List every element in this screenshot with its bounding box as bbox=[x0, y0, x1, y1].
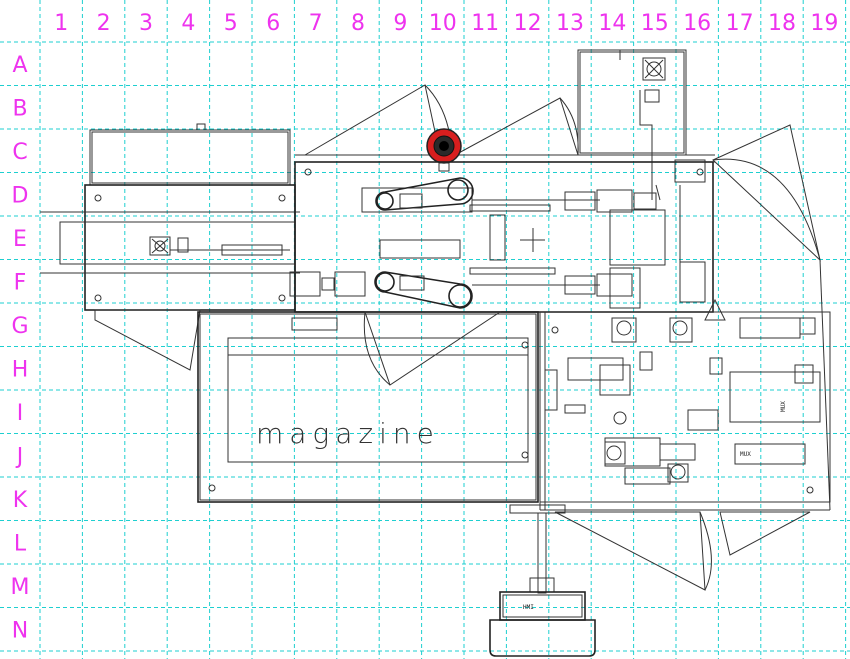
grid-column-label: 15 bbox=[641, 11, 669, 36]
grid-row-label: J bbox=[15, 444, 24, 469]
grid-column-label: 3 bbox=[139, 11, 153, 36]
grid-row-label: H bbox=[12, 357, 29, 382]
mux-label-bottom: MUX bbox=[740, 451, 751, 458]
main-frame bbox=[294, 159, 830, 313]
fan-icon bbox=[149, 236, 171, 256]
grid-column-label: 1 bbox=[54, 11, 68, 36]
grid-column-label: 11 bbox=[471, 11, 499, 36]
grid-column-label: 8 bbox=[351, 11, 365, 36]
grid-column-label: 4 bbox=[181, 11, 195, 36]
grid-row-label: L bbox=[14, 531, 27, 556]
grid-column-label: 18 bbox=[768, 11, 796, 36]
grid-column-label: 16 bbox=[683, 11, 711, 36]
grid-column-label: 5 bbox=[224, 11, 238, 36]
right-guards bbox=[540, 124, 831, 591]
grid-column-label: 9 bbox=[393, 11, 407, 36]
hmi-stand: HMI bbox=[489, 504, 596, 657]
right-machinery: MUX MUX bbox=[539, 298, 831, 510]
grid-column-label: 6 bbox=[266, 11, 280, 36]
grid-row-label: E bbox=[13, 227, 27, 252]
magazine: magazine bbox=[197, 311, 539, 503]
magazine-label: magazine bbox=[256, 417, 440, 450]
grid-row-label: D bbox=[12, 183, 29, 208]
grid-row-label: M bbox=[11, 575, 30, 600]
grid-row-label: A bbox=[12, 53, 27, 78]
grid-row-label: N bbox=[12, 618, 28, 643]
grid-row-label: F bbox=[14, 270, 27, 295]
emergency-stop-button[interactable] bbox=[426, 128, 462, 172]
grid-column-label: 2 bbox=[97, 11, 111, 36]
center-guide bbox=[379, 185, 681, 300]
grid-row-label: K bbox=[13, 488, 28, 513]
upper-belt-drive bbox=[361, 177, 661, 213]
grid-column-label: 12 bbox=[514, 11, 542, 36]
machine-drawing: magazine MUX bbox=[40, 49, 831, 657]
grid-column-label: 19 bbox=[810, 11, 838, 36]
grid-column-label: 7 bbox=[309, 11, 323, 36]
grid-column-label: 14 bbox=[598, 11, 626, 36]
control-cabinet bbox=[577, 49, 687, 200]
hmi-label: HMI bbox=[523, 604, 534, 611]
grid-column-label: 10 bbox=[429, 11, 457, 36]
grid-column-label: 17 bbox=[726, 11, 754, 36]
cabinet-fan-icon bbox=[642, 57, 666, 81]
mux-label-right: MUX bbox=[780, 401, 787, 412]
grid-row-label: B bbox=[12, 96, 27, 121]
grid-column-label: 13 bbox=[556, 11, 584, 36]
grid-row-label: C bbox=[12, 140, 27, 165]
grid-row-label: G bbox=[11, 314, 28, 339]
lower-belt-drive bbox=[289, 261, 706, 309]
grid-row-label: I bbox=[17, 401, 24, 426]
infeed-conveyor bbox=[40, 123, 300, 371]
